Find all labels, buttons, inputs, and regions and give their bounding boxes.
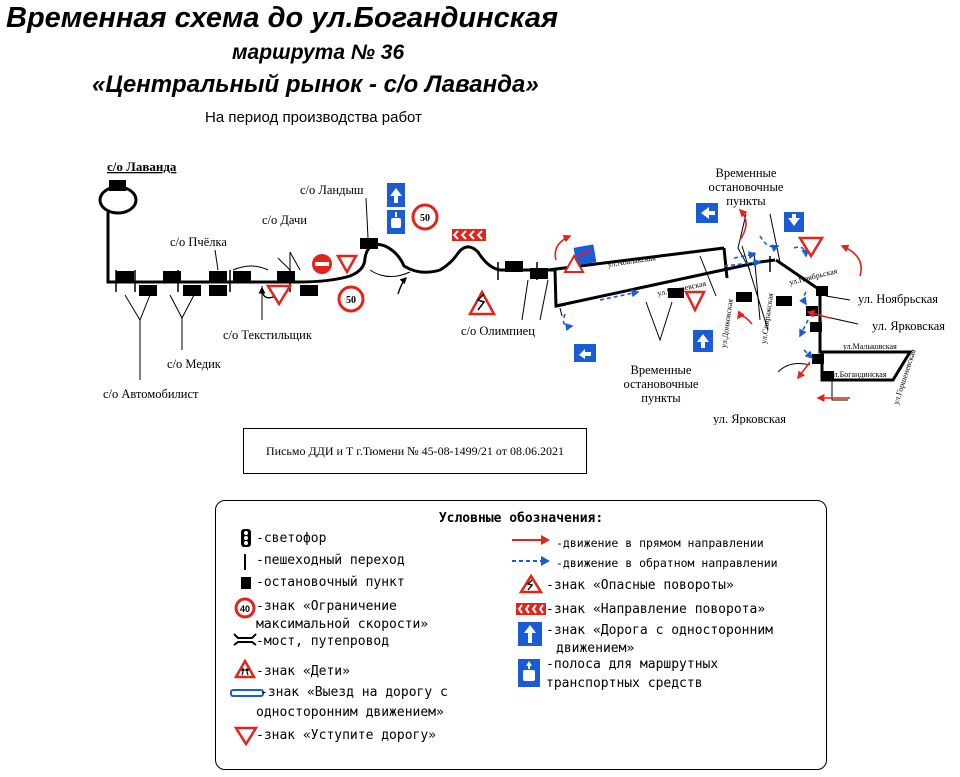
speed-limit-sign-bottom: 50 (337, 285, 365, 313)
backward-arrows (562, 235, 814, 360)
legend-bus-lane-2: транспортных средств (546, 676, 703, 691)
stop-label-avtomobilist: с/о Автомобилист (103, 387, 199, 401)
dangerous-turns-sign (467, 253, 585, 316)
one-way-sign (387, 183, 804, 352)
legend-exit-one-way-1: -знак «Выезд на дорогу с (260, 685, 448, 700)
traffic-light-icon (241, 529, 251, 547)
children-sign-icon (234, 659, 256, 679)
map-labels: с/о Лаванда с/о Пчёлка с/о Дачи с/о Ланд… (103, 159, 945, 425)
forward-arrows (554, 208, 862, 402)
legend-traffic-light: -светофор (256, 531, 327, 546)
route-name: «Центральный рынок - с/о Лаванда» (92, 71, 539, 98)
exit-one-way-icon (230, 689, 264, 697)
legend-one-way-1: -знак «Дорога с односторонним (546, 623, 773, 638)
legend-box: Условные обозначения: -светофор -пешеход… (215, 500, 827, 770)
stop-label-tekstilshchik: с/о Текстильщик (223, 328, 313, 342)
legend-dangerous-turns: -знак «Опасные повороты» (546, 578, 734, 593)
route-map: 50 50 с/о Лаванда с/о Пчёлка с/о (98, 159, 945, 425)
legend-speed-limit-2: максимальной скорости» (256, 617, 429, 632)
speed-limit-icon: 40 (234, 597, 256, 619)
speed-limit-top-value: 50 (420, 213, 430, 224)
legend-bus-lane-1: -полоса для маршрутных (546, 657, 719, 672)
speed-limit-sign-top: 50 (411, 203, 439, 231)
bridge-icon (233, 633, 257, 646)
temp-stops-bottom-line3: пункты (641, 391, 681, 405)
no-entry-sign (312, 254, 332, 274)
stop-markers (109, 180, 834, 381)
yield-sign (265, 236, 825, 313)
street-label-yarkovskaya-2: ул. Ярковская (713, 412, 786, 425)
bus-lane-sign (387, 210, 405, 234)
legend-yield: -знак «Уступите дорогу» (256, 728, 437, 743)
stop-icon (241, 577, 251, 589)
legend-turn-direction: -знак «Направление поворота» (546, 602, 766, 617)
period-note: На период производства работ (205, 109, 422, 126)
page-title: Временная схема до ул.Богандинская (6, 2, 559, 34)
stop-label-medik: с/о Медик (167, 357, 222, 371)
backward-arrow-icon (512, 556, 550, 566)
street-label-noyabrskaya: ул. Ноябрьская (858, 292, 938, 306)
temp-stops-top-line2: остановочные (709, 180, 784, 194)
stop-label-landysh: с/о Ландыш (300, 183, 364, 197)
legend-one-way-2: движением» (556, 641, 635, 656)
speed-limit-bottom-value: 50 (346, 295, 356, 306)
yield-sign-icon (234, 726, 258, 746)
temp-stops-bottom-line1: Временные (631, 363, 692, 377)
temp-stops-top-line1: Временные (716, 166, 777, 180)
legend-bridge: -мост, путепровод (256, 634, 390, 649)
legend-crosswalk: -пешеходный переход (256, 553, 405, 568)
dangerous-turns-icon (519, 574, 543, 594)
stop-label-lavanda: с/о Лаванда (107, 159, 177, 174)
legend-forward: -движение в прямом направлении (556, 536, 764, 550)
temp-stops-bottom-line2: остановочные (624, 377, 699, 391)
legend-speed-value: 40 (240, 604, 250, 614)
street-label-yarkovskaya-1: ул. Ярковская (872, 319, 945, 333)
street-label-donskovskaya: ул.Донковская (719, 298, 735, 348)
legend-exit-one-way-2: односторонним движением» (256, 705, 444, 720)
temp-stops-top-line3: пункты (726, 194, 766, 208)
crosswalk-icon (244, 554, 246, 570)
stop-label-dachi: с/о Дачи (262, 213, 307, 227)
forward-arrow-icon (512, 535, 550, 545)
bus-lane-icon (518, 659, 540, 687)
turn-direction-icon (516, 603, 546, 615)
legend-title: Условные обозначения: (438, 511, 604, 526)
legend-backward: -движение в обратном направлении (556, 556, 778, 570)
legend-children: -знак «Дети» (256, 664, 350, 679)
exit-one-way-sign (573, 244, 597, 362)
turn-direction-sign (452, 229, 486, 241)
route-number: маршрута № 36 (232, 41, 405, 64)
legend-speed-limit-1: -знак «Ограничение (256, 599, 397, 614)
stop-label-pchelka: с/о Пчёлка (170, 235, 227, 249)
legend-stop: -остановочный пункт (256, 575, 405, 590)
street-label-abalakskaya: ул.Абалакская (607, 253, 657, 269)
leader-lines (124, 197, 859, 401)
street-label-bogandinskaya: ул.Богандинская (830, 370, 887, 379)
street-label-malkovskaya: ул.Мальковская (843, 342, 897, 351)
one-way-road-icon (518, 622, 542, 646)
reference-letter: Письмо ДДИ и Т г.Тюмени № 45-08-1499/21 … (243, 428, 587, 474)
street-label-spirazhskaya: ул.Спиражская (759, 292, 775, 344)
stop-label-olimpiets: с/о Олимпиец (461, 324, 535, 338)
